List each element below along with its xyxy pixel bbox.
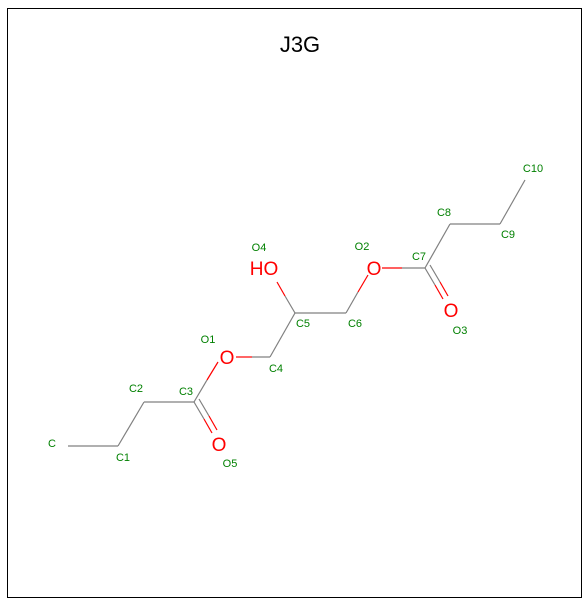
atom-label-c8: C8 (437, 207, 451, 219)
bond-c7-c8 (424, 223, 451, 269)
diagram-frame (7, 8, 582, 598)
oxygen-o1: O (220, 348, 235, 369)
bond-c5-o4-b (276, 281, 286, 297)
bond-c6-o2-a (345, 291, 359, 314)
oxygen-bond-group (193, 264, 449, 434)
atom-label-c1: C1 (116, 452, 130, 464)
oxygen-o2: O (367, 259, 382, 280)
bond-c7-o3-b2 (439, 281, 449, 297)
bond-c1-c2 (117, 401, 145, 447)
hydroxyl-o4: HO (250, 259, 279, 280)
bond-c3-o5-b2 (208, 415, 218, 431)
atom-label-group: C C1 C2 C3 C4 C5 C6 C7 C8 C9 C10 O1 O2 O… (48, 163, 543, 470)
atom-label-o4: O4 (252, 242, 267, 254)
atom-label-c6: C6 (348, 318, 362, 330)
bond-c7-o3-a1 (424, 267, 436, 286)
bond-group (68, 179, 526, 447)
oxygen-o3: O (444, 301, 459, 322)
atom-label-c10: C10 (523, 163, 543, 175)
bond-c3-o1-a (193, 379, 208, 403)
atom-label-o2: O2 (355, 241, 370, 253)
atom-label-c: C (48, 438, 56, 450)
bond-c6-o2-b (357, 274, 369, 293)
oxygen-o5: O (212, 435, 227, 456)
bond-c3-o5-a2 (198, 398, 210, 417)
atom-label-c4: C4 (269, 363, 283, 375)
bond-c9-c10 (499, 179, 526, 225)
atom-label-c3: C3 (179, 386, 193, 398)
atom-label-c9: C9 (501, 229, 515, 241)
bond-c4-c5 (269, 312, 296, 358)
bond-c7-o3-a2 (429, 264, 441, 283)
atom-label-o5: O5 (223, 458, 238, 470)
atom-label-c7: C7 (412, 251, 426, 263)
bond-c7-o3-b1 (434, 284, 444, 300)
bond-c3-o5-b1 (203, 418, 213, 434)
heteroatom-group: O O O HO O (212, 259, 459, 456)
bond-c5-o4-a (284, 295, 296, 314)
atom-label-c2: C2 (129, 383, 143, 395)
atom-label-c5: C5 (296, 318, 310, 330)
atom-label-o3: O3 (453, 325, 468, 337)
bond-c3-o5-a1 (193, 401, 205, 420)
diagram-title: J3G (280, 32, 320, 57)
atom-label-o1: O1 (201, 334, 216, 346)
bond-c3-o1-b (206, 361, 219, 381)
